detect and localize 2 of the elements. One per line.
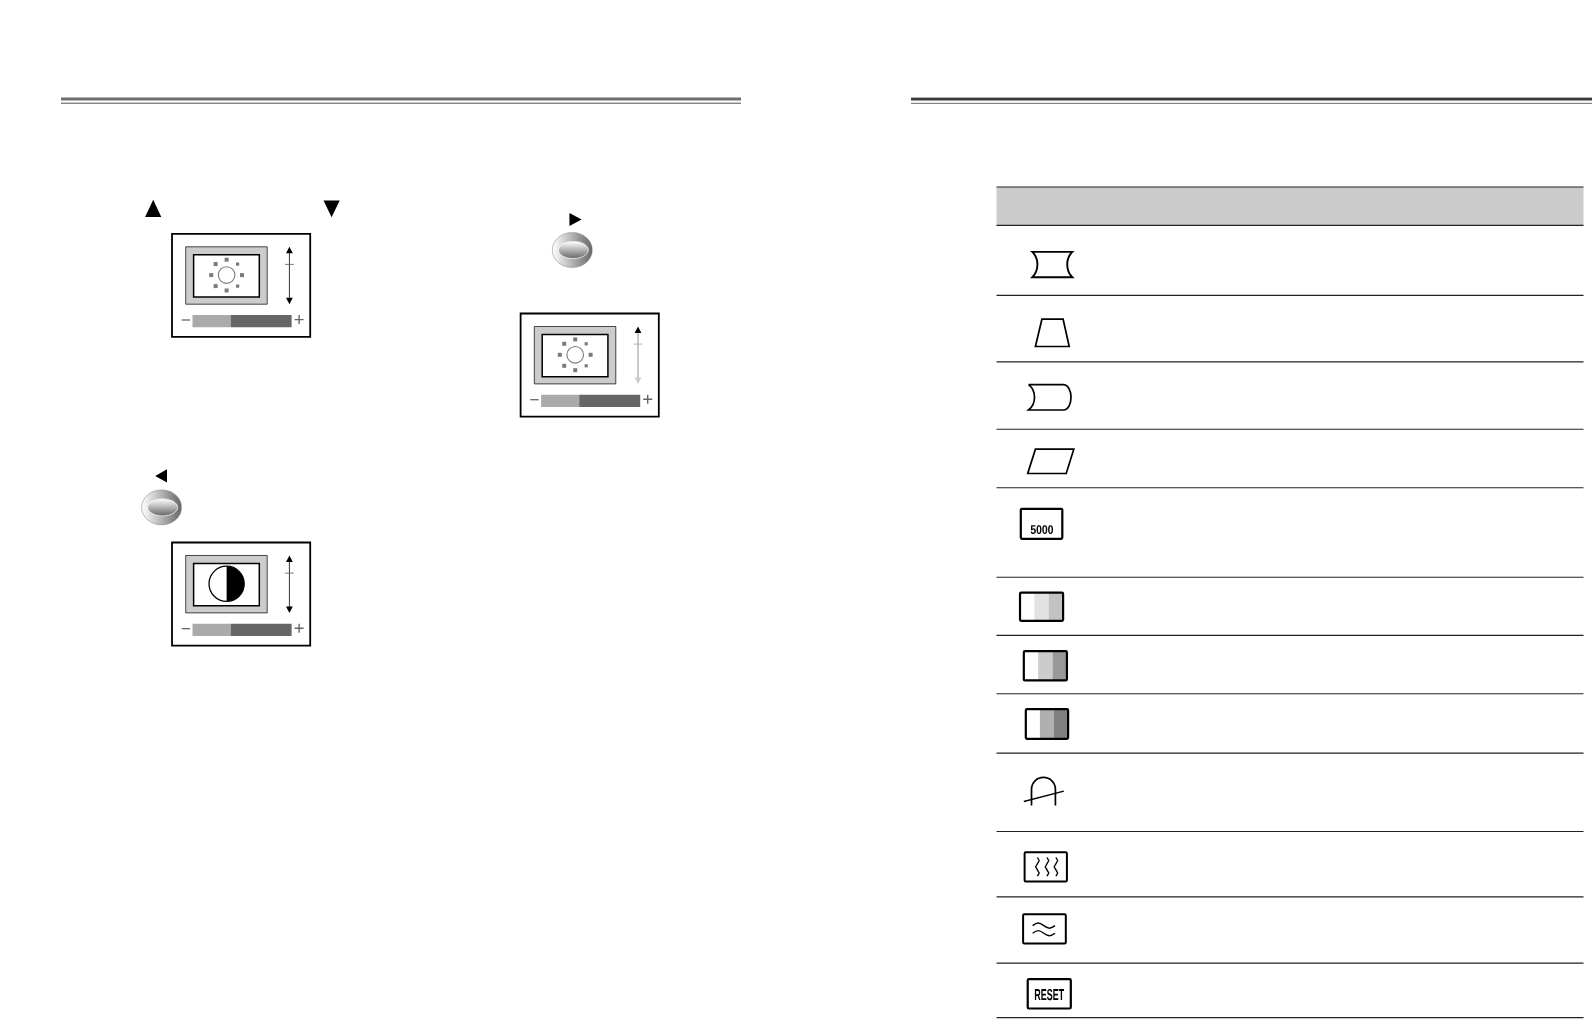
text-badge: RESET	[1026, 978, 1072, 1010]
text-badge: 5000	[1019, 507, 1064, 540]
